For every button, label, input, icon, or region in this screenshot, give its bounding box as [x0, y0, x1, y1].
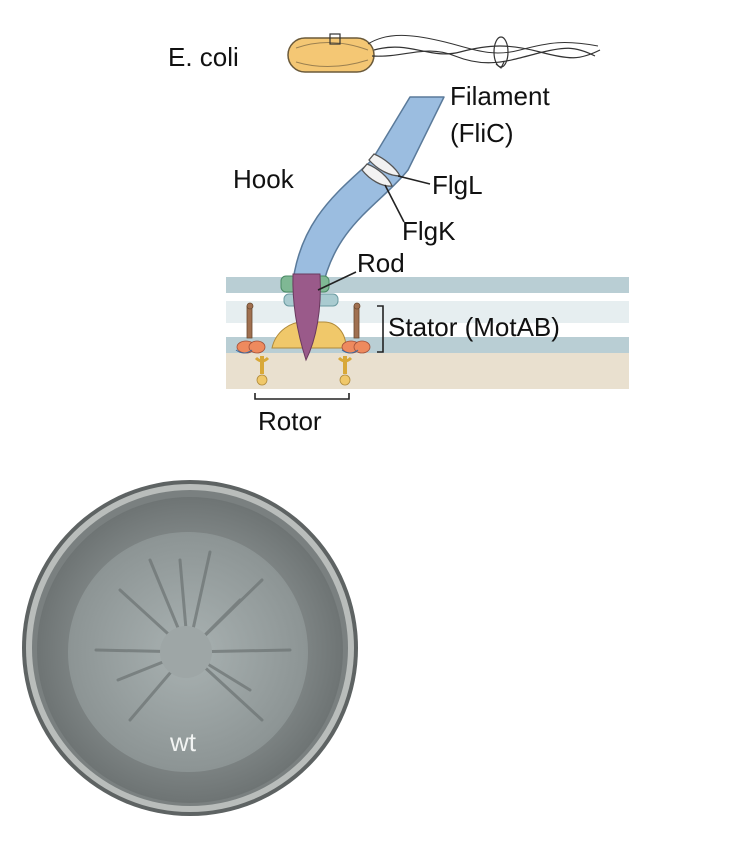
cell-flagellum-b: [371, 47, 596, 64]
colony-center: [160, 626, 212, 678]
rotor-bracket: [254, 393, 350, 400]
rod-leader: [317, 271, 357, 291]
cell-inner-line: [295, 41, 369, 51]
flgl-leader: [397, 175, 431, 185]
rod-label: Rod: [357, 248, 405, 278]
rotor-label: Rotor: [258, 406, 322, 436]
rotation-arrowhead: [495, 61, 505, 69]
rotor-right: [337, 356, 353, 386]
flgk-label: FlgK: [402, 216, 456, 246]
flgk-ring: [361, 163, 393, 187]
stator-unit-right: [341, 302, 371, 354]
stator-label: Stator (MotAB): [388, 312, 560, 342]
cell-flagellum-c: [367, 35, 599, 54]
filament-protein-label: (FliC): [450, 118, 514, 148]
hook-label: Hook: [233, 164, 295, 194]
zoom-box: [329, 33, 341, 45]
ecoli-cell-illustration: [287, 33, 601, 73]
stator-bracket: [377, 305, 384, 353]
flgl-label: FlgL: [432, 170, 483, 200]
stator-unit-left: [235, 302, 266, 354]
cytoplasm: [226, 353, 629, 389]
flgk-leader: [384, 184, 405, 223]
rod: [292, 273, 321, 362]
periplasm: [226, 293, 629, 301]
cell-body: [287, 37, 375, 73]
cell-flagellum-a: [373, 45, 601, 59]
organism-label: E. coli: [168, 42, 239, 72]
strain-label: wt: [169, 727, 197, 757]
basal-body: [271, 273, 347, 362]
cell-inner-line-2: [295, 59, 369, 68]
filament-label: Filament: [450, 81, 550, 111]
rotor-left: [254, 356, 270, 386]
rotation-arrow: [493, 36, 509, 68]
swim-plate: wt: [22, 480, 358, 816]
